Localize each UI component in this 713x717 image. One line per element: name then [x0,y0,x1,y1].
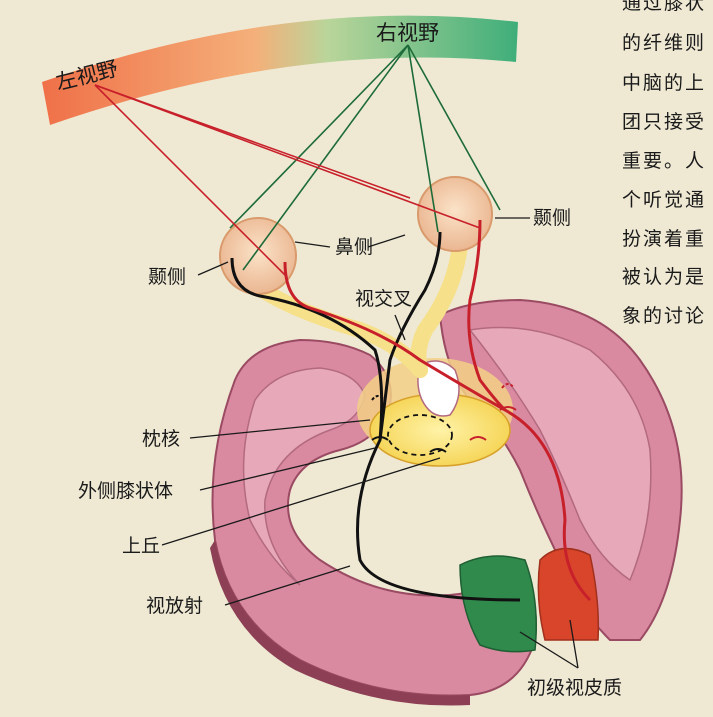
left-eye [219,217,297,295]
third-ventricle [417,360,460,417]
body-text-line: 的纤维则 [622,32,707,54]
body-text-column: 通过膝状 的纤维则 中脑的上 团只接受 重要。人 个听觉通 扮演着重 被认为是 … [622,0,713,330]
body-text-line: 团只接受 [622,111,707,133]
left-primary-visual-cortex [459,555,537,653]
optic-chiasm-label: 视交叉 [355,288,413,310]
left-field-rays [94,84,481,276]
body-text-line: 通过膝状 [622,0,707,14]
temporal-label-right: 颞侧 [533,207,572,229]
body-text-line: 被认为是 [622,266,707,288]
brain-right-hemisphere-inner [468,326,652,582]
body-text-line: 重要。人 [622,150,707,172]
body-text-line: 个听觉通 [622,189,707,211]
right-primary-visual-cortex [537,547,600,641]
body-text-line: 中脑的上 [622,72,707,94]
pulvinar-label: 枕核 [142,428,181,450]
lgn-synapses [371,383,517,453]
temporal-label-left: 颞侧 [148,266,187,288]
red-pathway-right-eye [467,219,507,412]
right-optic-nerve [410,237,468,378]
brain-left-hemisphere-inner [242,367,366,586]
leader-lines [161,217,579,669]
body-text-line: 象的讨论 [622,305,707,327]
right-visual-field-label: 右视野 [376,21,439,45]
right-eye [417,176,493,252]
lgn-label: 外侧膝状体 [78,480,174,502]
body-text-line: 扮演着重 [622,228,707,250]
red-pathway [283,261,592,602]
superior-colliculus-label: 上丘 [122,535,161,557]
visual-field-arc [42,15,518,125]
pulvinar-outline [387,414,453,456]
nasal-label: 鼻侧 [335,236,374,258]
primary-visual-cortex-label: 初级视皮质 [527,677,623,699]
optic-radiation-label: 视放射 [146,595,204,617]
right-field-rays [229,44,501,271]
